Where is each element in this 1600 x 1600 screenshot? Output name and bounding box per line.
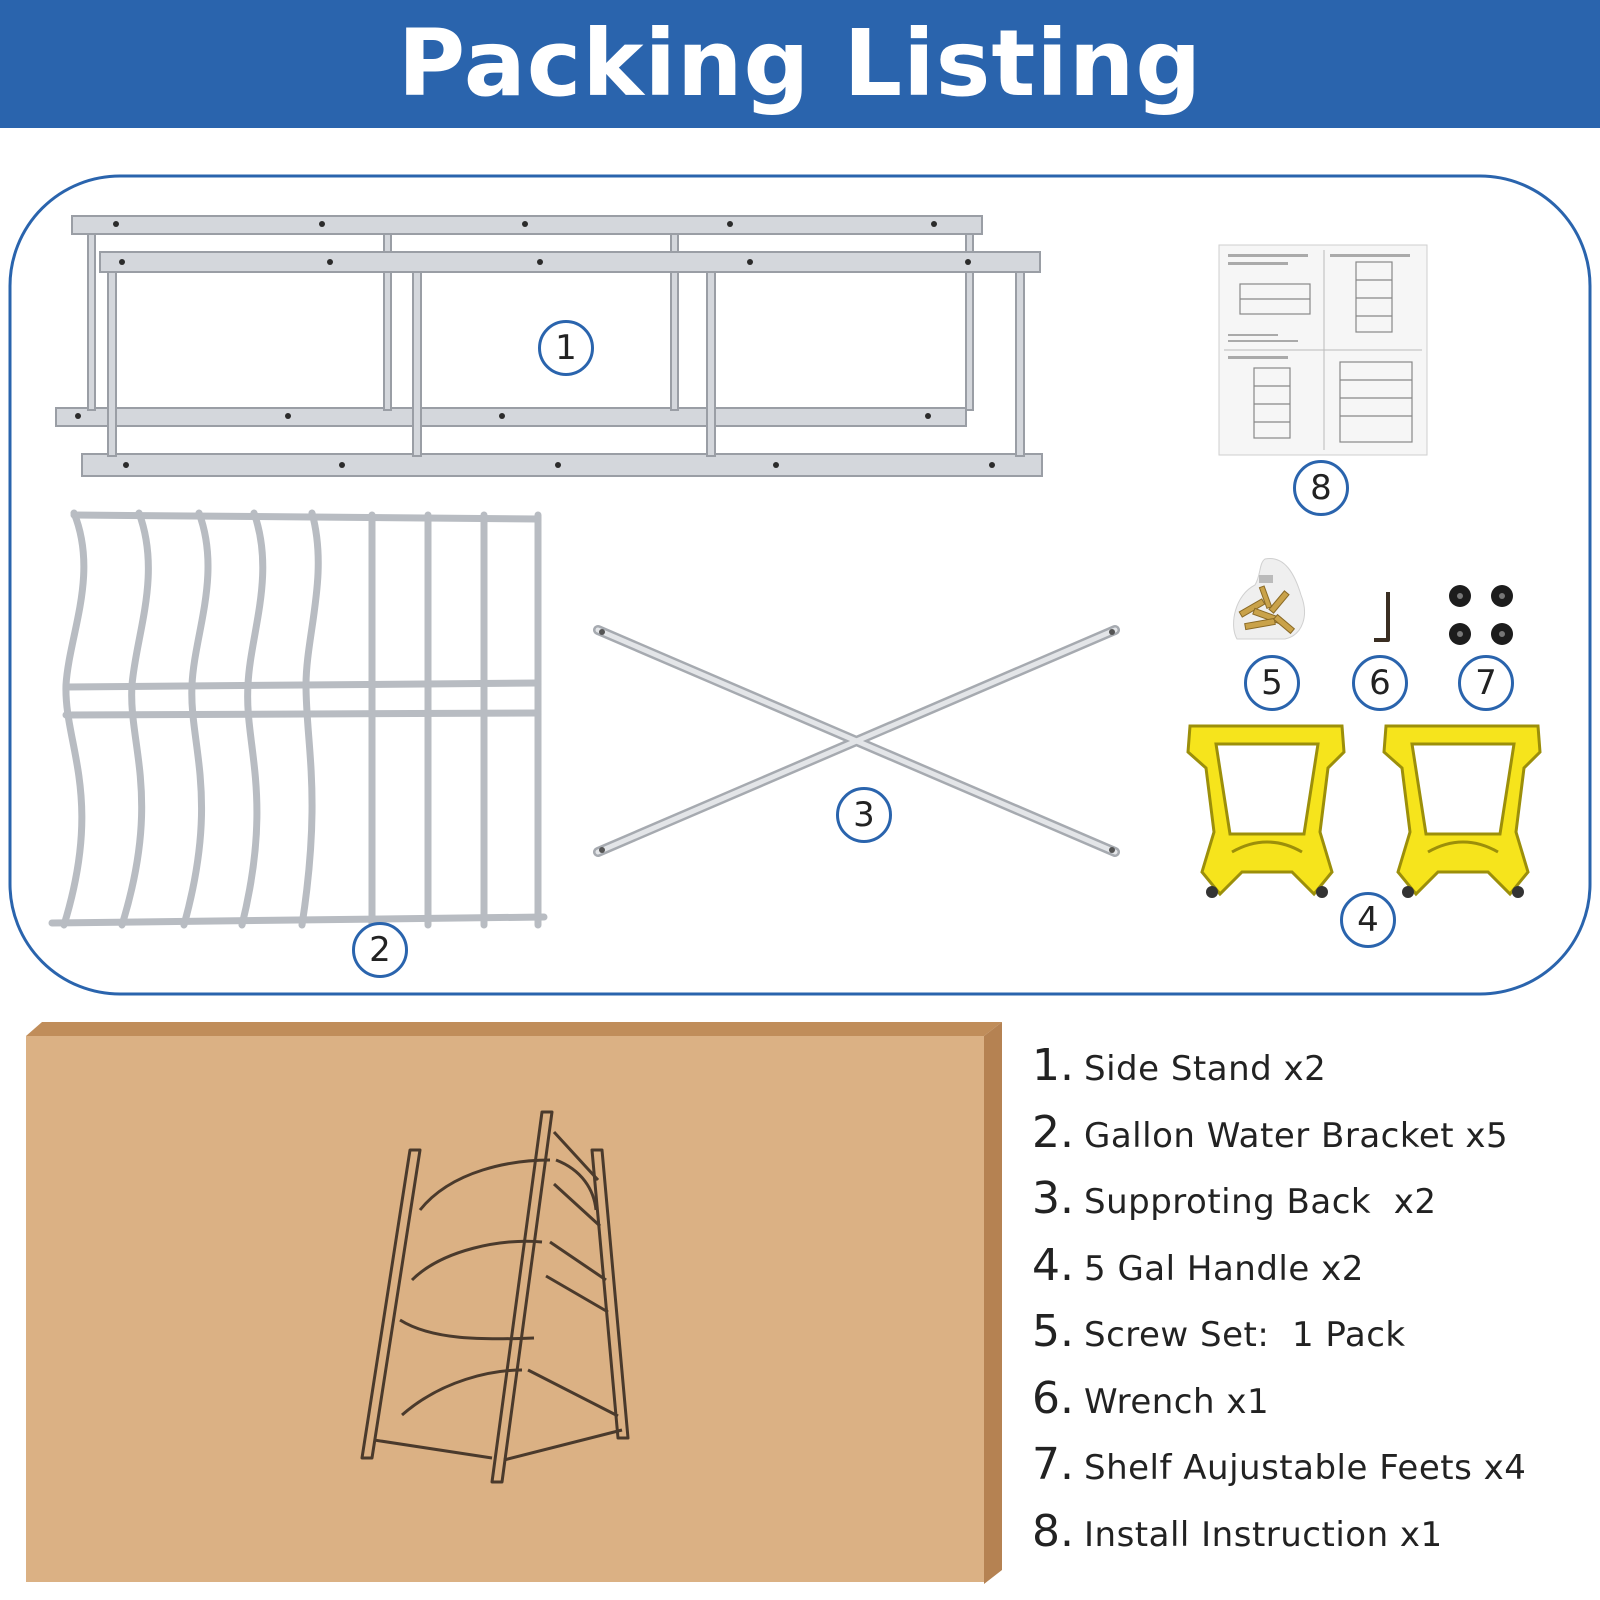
part-badge-4: 4 [1340, 892, 1396, 948]
parts-panel [8, 174, 1592, 996]
part-badge-6: 6 [1352, 655, 1408, 711]
list-item: 1.Side Stand x2 [1032, 1040, 1327, 1091]
screw-set-illustration [1233, 558, 1305, 640]
part-badge-7: 7 [1458, 655, 1514, 711]
packing-list: 1.Side Stand x2 2.Gallon Water Bracket x… [1032, 1040, 1592, 1572]
part-badge-2: 2 [352, 922, 408, 978]
list-item: 6.Wrench x1 [1032, 1372, 1270, 1424]
list-item: 8.Install Instruction x1 [1032, 1505, 1443, 1557]
list-item: 3.Supproting Back x2 [1032, 1173, 1437, 1224]
wrench-illustration [1374, 592, 1390, 642]
list-item: 4.5 Gal Handle x2 [1032, 1239, 1364, 1291]
part-badge-3: 3 [836, 787, 892, 843]
handle-illustration-left [1186, 724, 1346, 898]
header-banner: Packing Listing [0, 0, 1600, 128]
cardboard-box-illustration [26, 1022, 1002, 1584]
page-title: Packing Listing [397, 10, 1203, 117]
gallon-water-bracket-illustration [48, 509, 548, 929]
handle-illustration-right [1382, 724, 1542, 898]
part-badge-1: 1 [538, 320, 594, 376]
adjustable-feet-illustration [1449, 585, 1513, 645]
instruction-sheet-illustration [1218, 244, 1428, 456]
side-stand-illustration [55, 215, 1043, 477]
supporting-back-illustration [593, 625, 1120, 857]
list-item: 2.Gallon Water Bracket x5 [1032, 1106, 1509, 1158]
part-badge-5: 5 [1244, 655, 1300, 711]
list-item: 5.Screw Set: 1 Pack [1032, 1306, 1406, 1357]
list-item: 7.Shelf Aujustable Feets x4 [1032, 1439, 1527, 1490]
part-badge-8: 8 [1293, 460, 1349, 516]
